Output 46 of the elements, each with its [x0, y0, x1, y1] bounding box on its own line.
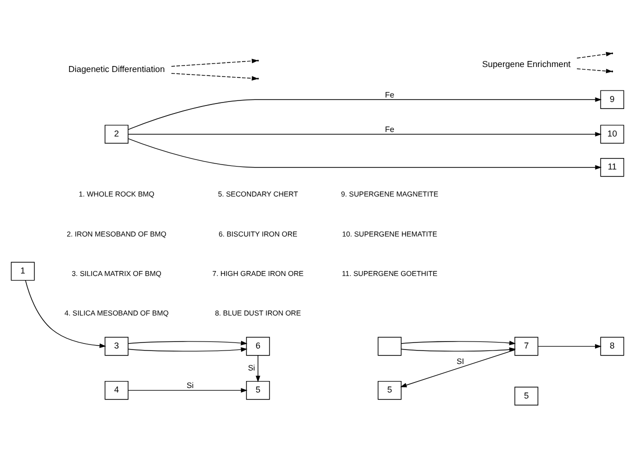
node-box: 9	[600, 90, 624, 108]
node-box: 5	[514, 386, 538, 405]
label: 7. HIGH GRADE IRON ORE	[212, 268, 304, 278]
label: 9. SUPERGENE MAGNETITE	[341, 189, 438, 198]
node-box: 2	[104, 124, 128, 144]
arrow	[128, 346, 248, 352]
arrow	[576, 51, 613, 58]
label: 10. SUPERGENE HEMATITE	[342, 228, 438, 238]
edge-label: Si	[248, 362, 256, 372]
node-box	[378, 336, 402, 356]
node-box: 3	[104, 336, 128, 356]
node-box: 10	[600, 124, 624, 144]
arrow	[400, 349, 516, 387]
arrow	[576, 68, 613, 73]
node-box: 6	[246, 336, 270, 356]
label: 4. SILICA MESOBAND OF BMQ	[64, 308, 169, 318]
node-box: 7	[514, 336, 538, 356]
arrow	[128, 138, 602, 170]
node-text: Supergene Enrichment	[482, 58, 571, 69]
edge-label: Si	[186, 380, 194, 390]
label: 2. IRON MESOBAND OF BMQ	[66, 228, 166, 238]
node-box: 4	[104, 380, 128, 400]
label: 1. WHOLE ROCK BMQ	[78, 189, 154, 198]
edge-label: SI	[456, 356, 464, 366]
arrow	[538, 344, 602, 348]
arrow	[256, 354, 260, 382]
edge-label: Fe	[385, 90, 394, 99]
node-box: 8	[600, 336, 624, 356]
edge-label: Fe	[385, 124, 394, 134]
node-box: 11	[600, 158, 624, 176]
label: 6. BISCUITY IRON ORE	[218, 228, 298, 238]
arrow	[128, 131, 602, 136]
label: 11. SUPERGENE GOETHITE	[342, 268, 438, 278]
arrow	[25, 280, 106, 348]
arrow	[128, 340, 248, 345]
label: 8. BLUE DUST IRON ORE	[215, 308, 301, 318]
node-box: 1	[10, 261, 35, 280]
node-box: 5	[246, 380, 270, 400]
label: 3. SILICA MATRIX OF BMQ	[72, 268, 162, 278]
arrow	[128, 388, 248, 392]
arrow	[400, 346, 516, 352]
node-text: Diagenetic Differentiation	[68, 64, 165, 74]
arrow	[400, 340, 516, 345]
node-box: 5	[378, 380, 402, 400]
arrow	[128, 96, 602, 130]
label: 5. SECONDARY CHERT	[218, 189, 298, 198]
